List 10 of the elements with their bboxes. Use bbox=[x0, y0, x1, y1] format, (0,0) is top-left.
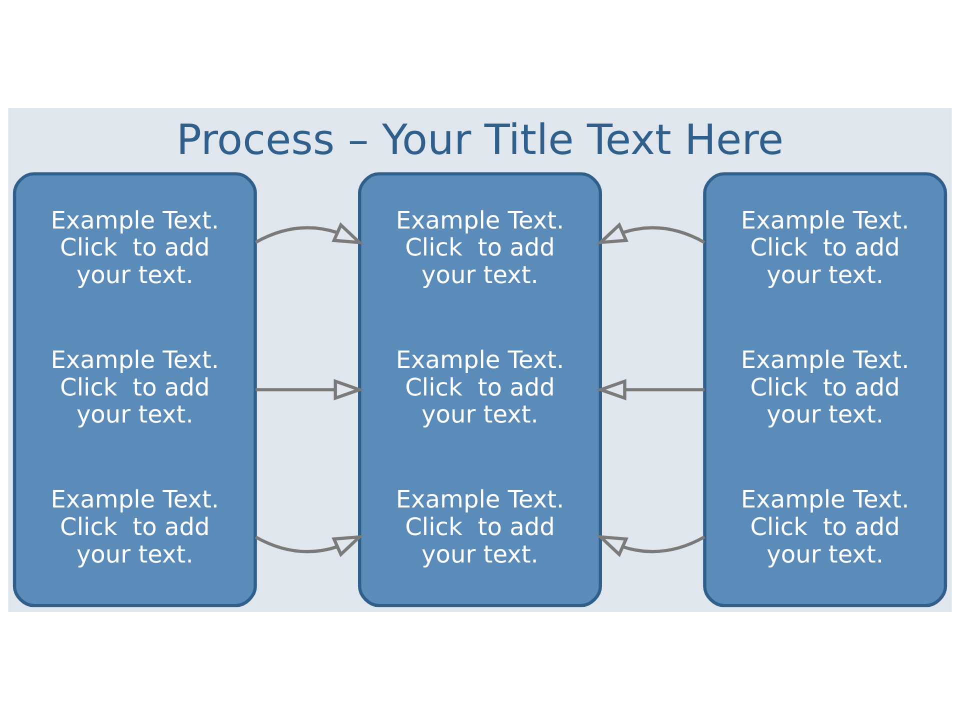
arrow bbox=[596, 222, 706, 244]
arrow bbox=[596, 379, 705, 400]
node-box: Example Text. Click to add your text. Example Text. Click to add your text. Example Text. Click to add your text. bbox=[12, 172, 257, 608]
arrow bbox=[256, 379, 364, 400]
arrow bbox=[254, 534, 364, 558]
diagram-title: Process – Your Title Text Here bbox=[176, 115, 784, 164]
arrow bbox=[254, 222, 364, 244]
node-box: Example Text. Click to add your text. Example Text. Click to add your text. Example Text. Click to add your text. bbox=[358, 172, 602, 608]
node-box: Example Text. Click to add your text. Example Text. Click to add your text. Example Text. Click to add your text. bbox=[703, 172, 948, 608]
arrow bbox=[596, 535, 706, 558]
